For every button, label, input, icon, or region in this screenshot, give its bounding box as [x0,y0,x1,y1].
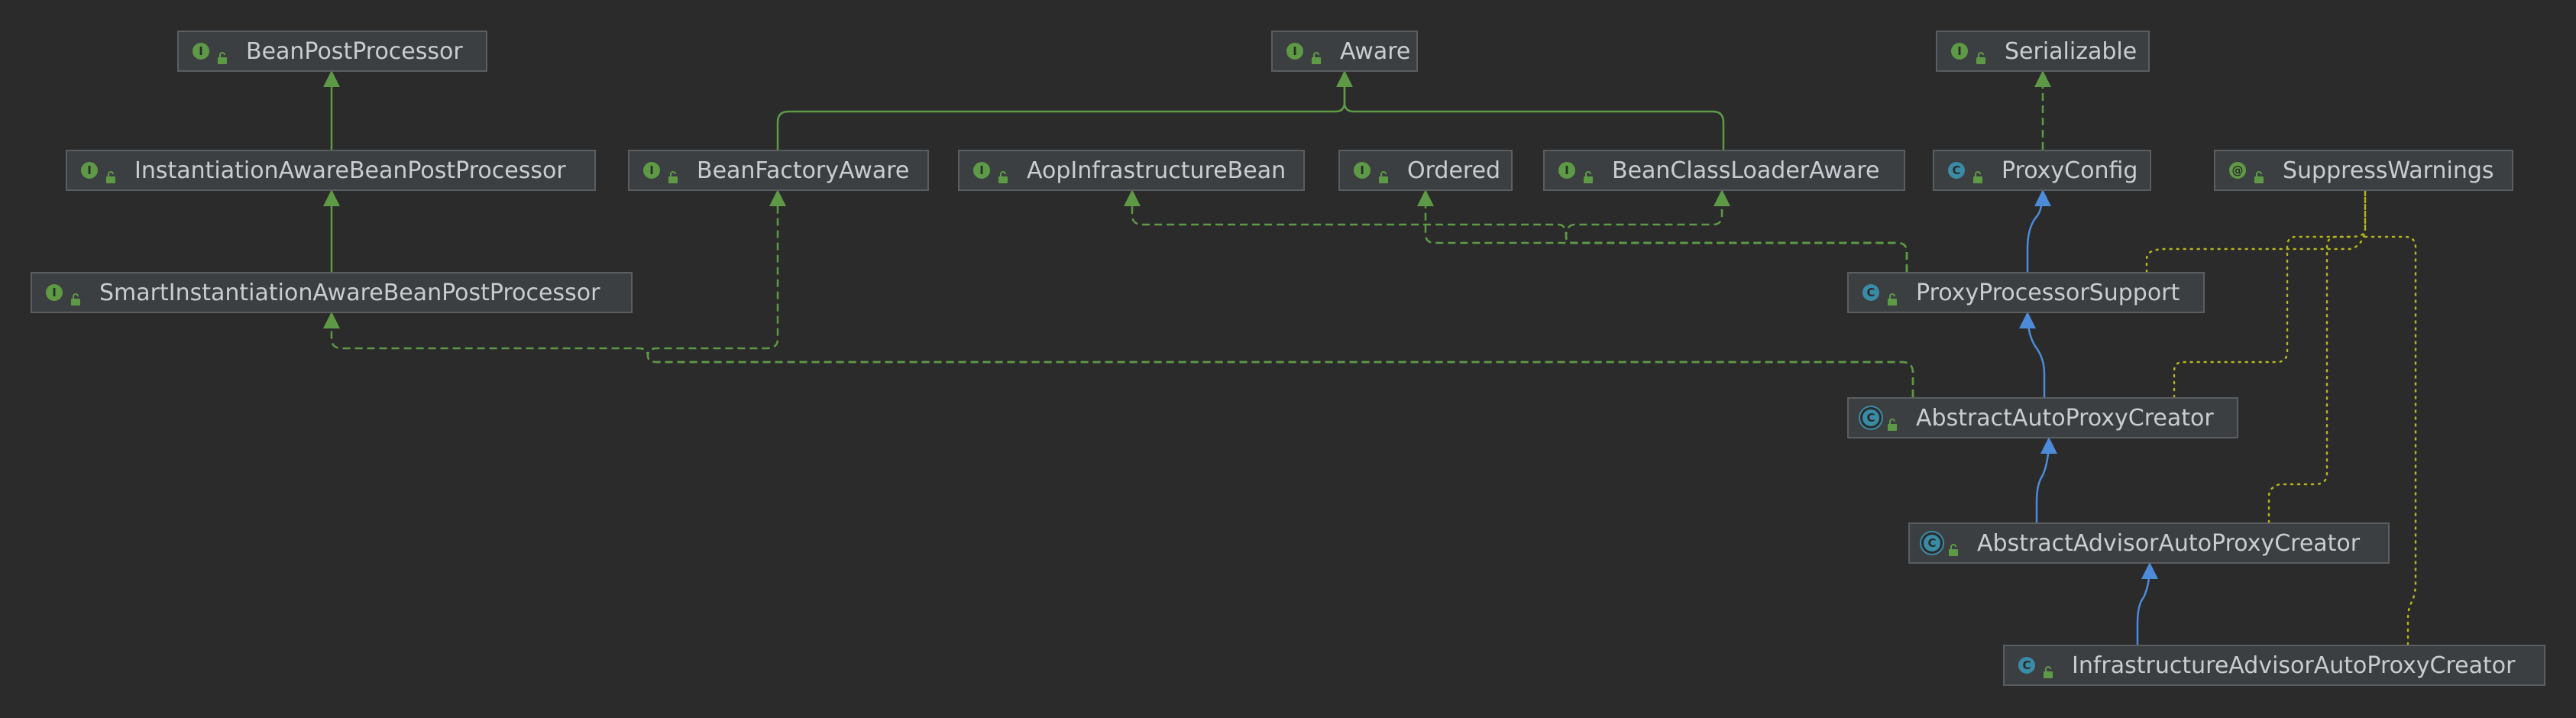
class-node-label: SuppressWarnings [2283,157,2494,184]
public-access-icon [1972,163,1983,183]
class-kind-icon: C [2018,657,2035,674]
public-access-icon [1948,536,1959,556]
arrowhead-pc [2034,189,2051,206]
public-access-icon [1887,286,1898,306]
edge-implements-pps-to-bcla [1565,191,1908,272]
class-node-bpp[interactable]: I BeanPostProcessor [177,31,487,72]
arrowhead-aware [1336,70,1353,87]
public-access-icon [998,163,1008,183]
class-node-label: Serializable [2005,37,2137,65]
edge-annotation-use-aapc-to-sw [2173,228,2367,399]
edge-implements-pps-to-aib [1131,191,1908,272]
interface-kind-icon: I [643,162,660,179]
interface-kind-icon: I [81,162,98,179]
class-node-ser[interactable]: I Serializable [1936,31,2150,72]
class-node-label: BeanClassLoaderAware [1612,157,1880,184]
class-node-label: Ordered [1407,157,1501,184]
interface-kind-icon: I [1286,43,1303,60]
class-node-label: Aware [1340,37,1411,65]
class-node-siabpp[interactable]: I SmartInstantiationAwareBeanPostProcesso… [31,272,633,313]
public-access-icon [105,163,116,183]
interface-kind-icon: I [1558,162,1575,179]
public-access-icon [1378,163,1389,183]
interface-kind-icon: I [1951,43,1968,60]
edge-implements-pps-to-ord [1424,191,1908,272]
arrowhead-ord [1417,189,1434,206]
arrowhead-aib [1124,189,1141,206]
arrowhead-aaapc [2141,562,2158,579]
class-node-label: ProxyProcessorSupport [1916,279,2180,306]
public-access-icon [668,163,678,183]
interface-kind-icon: I [973,162,990,179]
class-node-label: BeanFactoryAware [697,157,910,184]
public-access-icon [1887,411,1898,431]
public-access-icon [1583,163,1594,183]
class-node-label: BeanPostProcessor [246,37,463,65]
class-node-label: InfrastructureAdvisorAutoProxyCreator [2072,652,2516,679]
class-node-ord[interactable]: I Ordered [1338,150,1513,191]
class-node-bfa[interactable]: I BeanFactoryAware [628,150,929,191]
public-access-icon [217,44,228,64]
public-access-icon [70,286,81,306]
class-node-aib[interactable]: I AopInfrastructureBean [958,150,1305,191]
abstract-kind-icon: C [1862,409,1879,426]
class-node-aapc[interactable]: C AbstractAutoProxyCreator [1847,397,2238,438]
arrowhead-aapc [2040,437,2057,454]
class-node-label: ProxyConfig [2002,157,2138,184]
interface-kind-icon: I [1354,162,1371,179]
edge-annotation-use-iaapc-to-sw [2364,235,2417,646]
class-node-aware[interactable]: I Aware [1271,31,1418,72]
class-node-label: AbstractAutoProxyCreator [1916,404,2214,432]
edge-interface-extends-bcla-to-aware [1343,72,1725,150]
class-node-label: SmartInstantiationAwareBeanPostProcessor [99,279,600,306]
class-node-label: AbstractAdvisorAutoProxyCreator [1977,529,2361,557]
edge-implements-aapc-to-siabpp [330,313,1914,397]
class-kind-icon: C [1862,284,1879,301]
class-node-pps[interactable]: C ProxyProcessorSupport [1847,272,2205,313]
class-node-label: InstantiationAwareBeanPostProcessor [134,157,566,184]
public-access-icon [2043,658,2053,678]
edge-implements-aapc-to-bfa [646,191,1914,397]
class-node-aaapc[interactable]: C AbstractAdvisorAutoProxyCreator [1908,522,2390,564]
arrowhead-bpp [323,70,340,87]
abstract-kind-icon: C [1924,535,1940,551]
class-node-iabpp[interactable]: I InstantiationAwareBeanPostProcessor [66,150,596,191]
edge-annotation-use-pps-to-sw [2145,189,2367,273]
public-access-icon [1976,44,1986,64]
arrowhead-ser [2034,70,2051,87]
arrowhead-pps [2019,312,2036,328]
edge-interface-extends-bfa-to-aware [776,72,1346,150]
arrowhead-iabpp [323,189,340,206]
arrowhead-bfa [769,189,786,206]
class-node-bcla[interactable]: I BeanClassLoaderAware [1543,150,1905,191]
interface-kind-icon: I [193,43,209,60]
arrowhead-bcla [1714,189,1730,206]
arrowhead-siabpp [323,312,340,328]
class-node-label: AopInfrastructureBean [1027,157,1286,184]
public-access-icon [1311,44,1322,64]
interface-kind-icon: I [46,284,63,301]
annotation-kind-icon: @ [2229,162,2246,179]
edge-annotation-use-aaapc-to-sw [2267,235,2353,524]
class-node-iaapc[interactable]: C InfrastructureAdvisorAutoProxyCreator [2003,645,2545,686]
class-kind-icon: C [1948,162,1965,179]
class-node-sw[interactable]: @ SuppressWarnings [2214,150,2513,191]
public-access-icon [2254,163,2264,183]
class-node-pc[interactable]: C ProxyConfig [1933,150,2151,191]
